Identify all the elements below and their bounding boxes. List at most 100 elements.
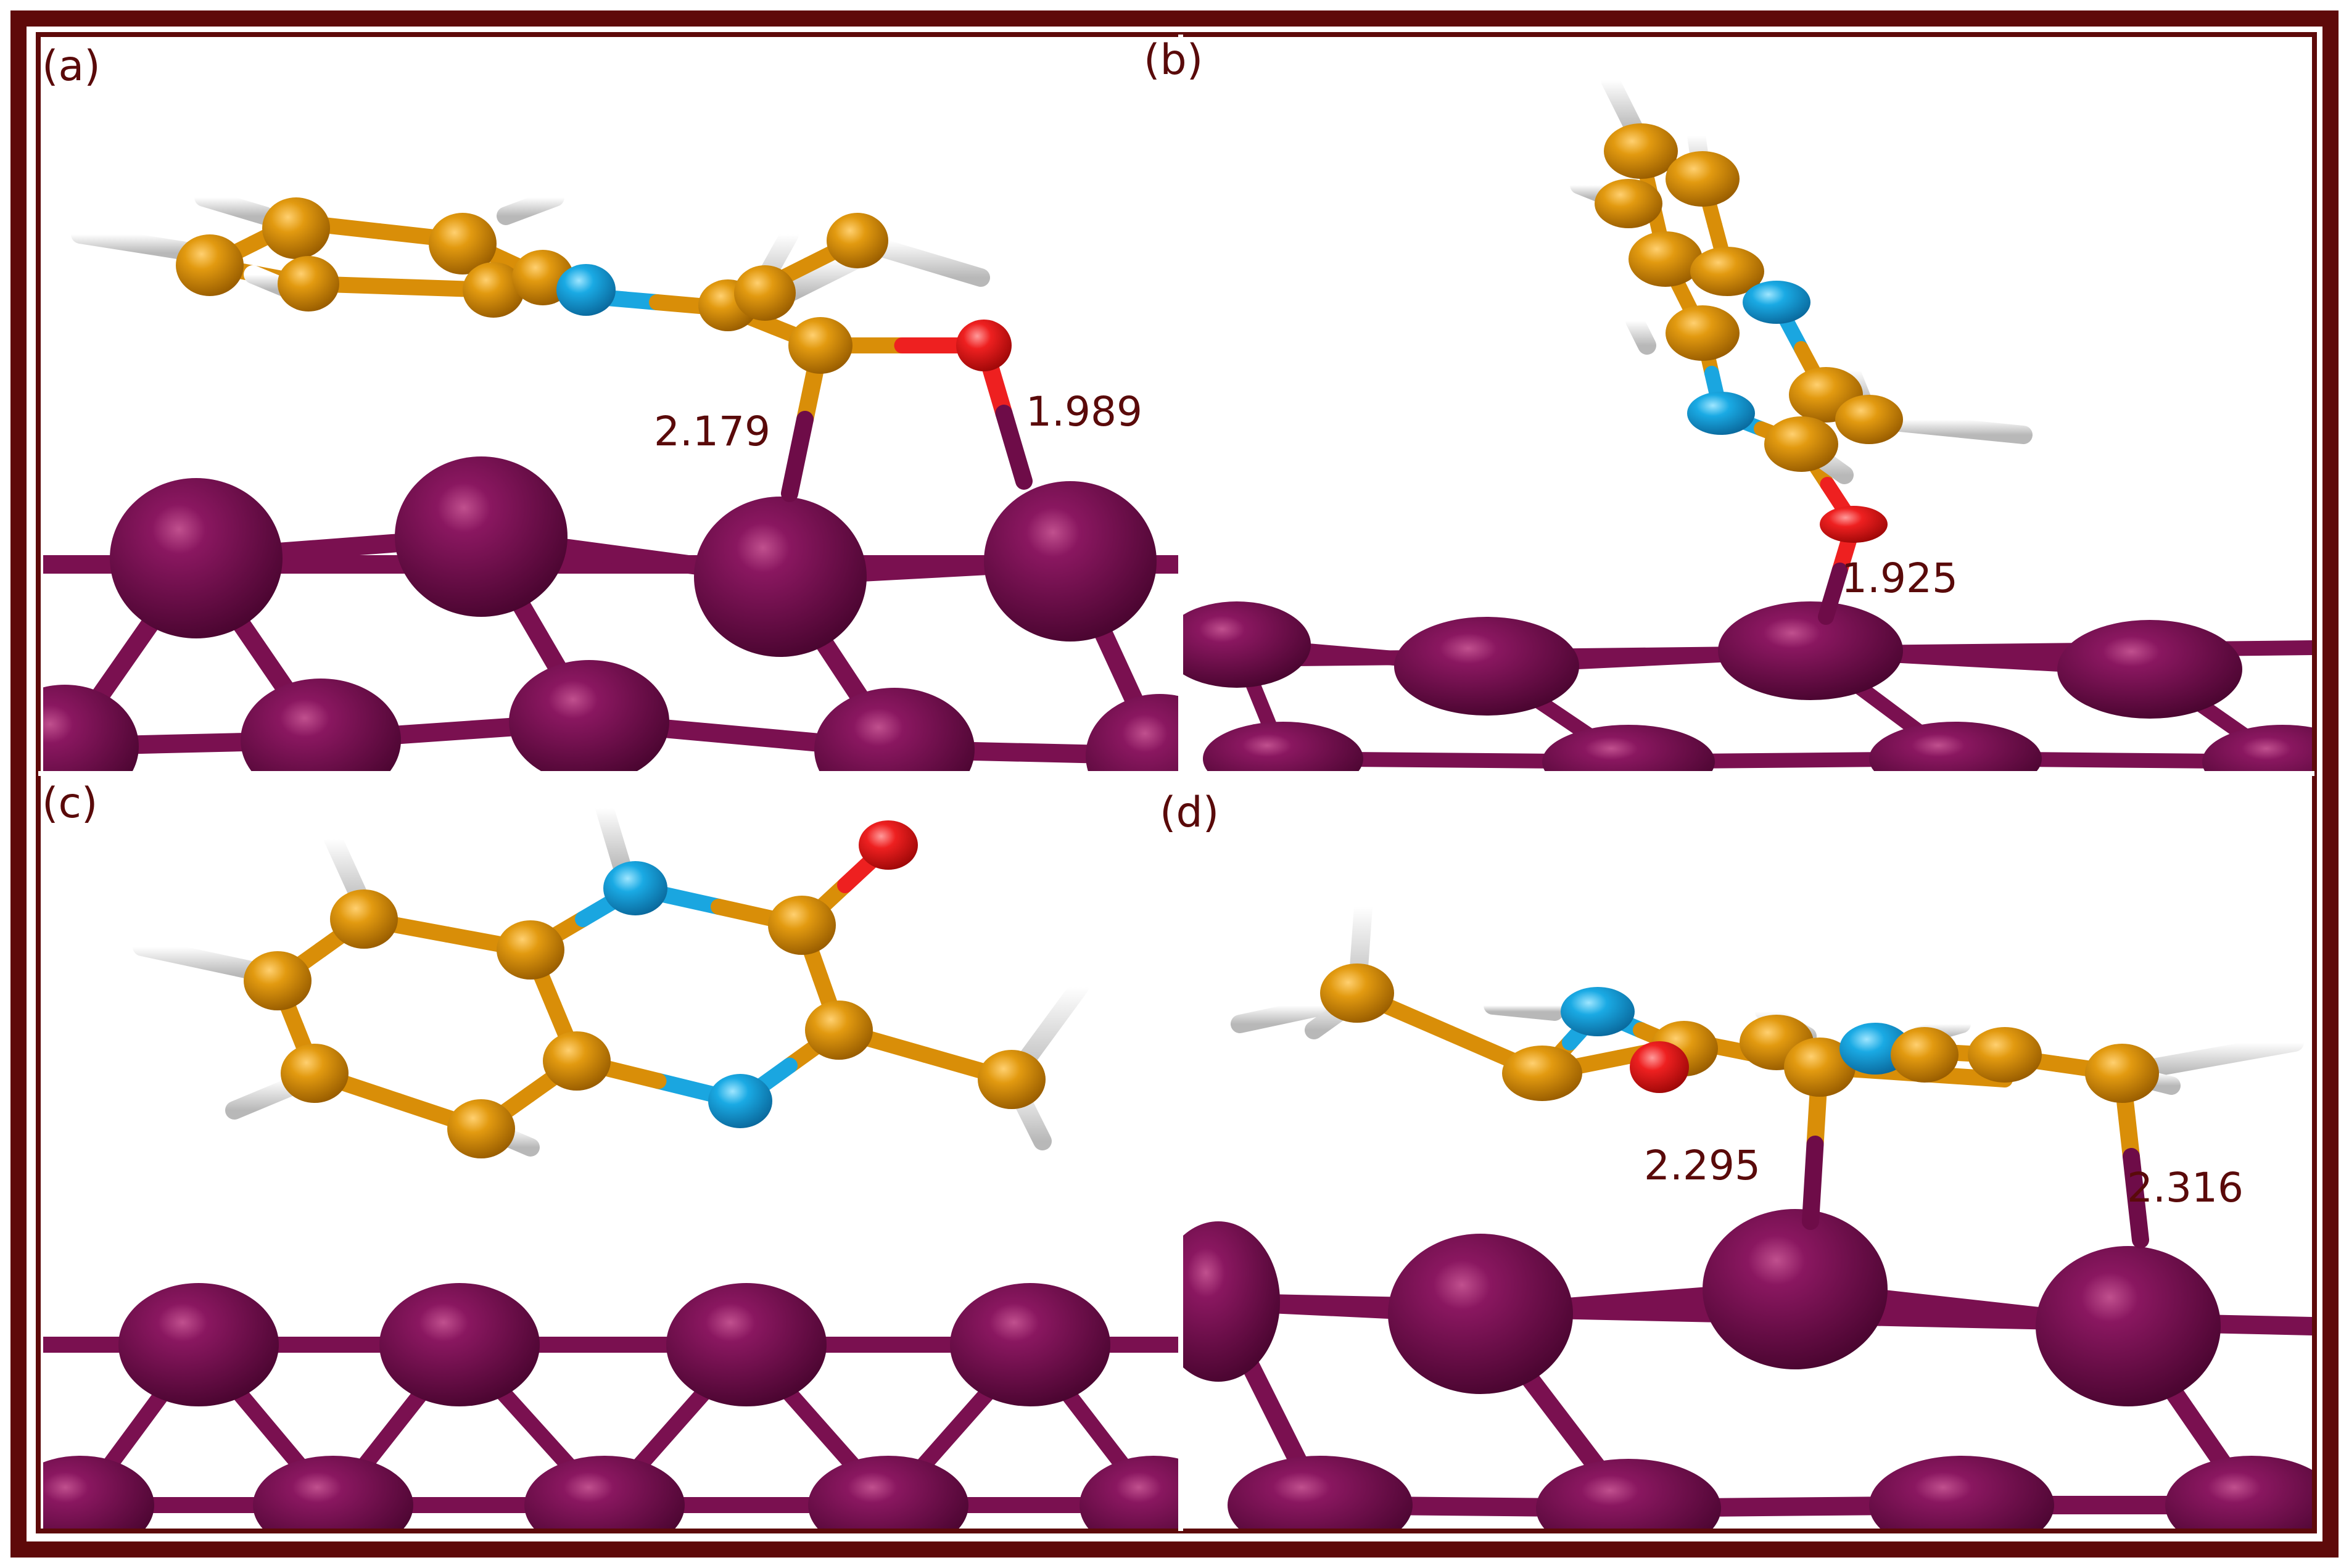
carbon-atom: [1968, 1027, 2042, 1083]
carbon-atom: [1502, 1046, 1582, 1101]
metal-atom: [1183, 601, 1311, 688]
metal-atom: [509, 660, 669, 771]
metal-atom: [1869, 722, 2042, 771]
carbon-atom: [734, 265, 796, 321]
inner-frame: [36, 32, 2317, 1533]
carbon-atom: [2085, 1044, 2159, 1103]
distance-label-d2: 2.316: [2127, 1164, 2244, 1211]
metal-atom: [1536, 1459, 1721, 1529]
metal-surface: [1183, 1209, 2312, 1529]
carbon-atom: [978, 1050, 1046, 1109]
metal-atom: [110, 478, 283, 638]
carbon-atom: [1320, 963, 1394, 1023]
metal-atom: [43, 1456, 154, 1529]
oxygen-atom: [1630, 1041, 1689, 1093]
metal-atom: [1203, 722, 1363, 771]
metal-atom: [666, 1283, 827, 1406]
metal-atom: [1086, 694, 1178, 771]
carbon-atom: [463, 262, 524, 318]
nitrogen-atom: [708, 1074, 772, 1128]
metal-atom: [1388, 1234, 1573, 1394]
distance-label-b1: 1.925: [1841, 555, 1958, 602]
hydrogen-atom: [1231, 996, 1336, 1033]
panel-b-label: (b): [1144, 36, 1203, 85]
oxygen-atom: [1820, 506, 1888, 543]
carbon-atom: [827, 213, 888, 268]
metal-atom: [2202, 725, 2312, 771]
metal-atom: [379, 1283, 540, 1406]
metal-atom: [950, 1283, 1110, 1406]
metal-atom: [2036, 1246, 2221, 1406]
carbon-atom: [244, 951, 312, 1010]
carbon-atom: [278, 256, 339, 312]
carbon-atom: [330, 889, 398, 949]
carbon-atom: [447, 1099, 515, 1158]
metal-surface: [1183, 601, 2312, 771]
molecule-d: [1231, 897, 2304, 1103]
carbon-atom: [1891, 1027, 1959, 1083]
carbon-atom: [1784, 1038, 1856, 1097]
carbon-atom: [497, 920, 564, 980]
molecule-c: [133, 799, 1089, 1158]
hydrogen-atom: [194, 188, 275, 225]
carbon-atom: [1764, 416, 1838, 472]
metal-atom: [118, 1283, 279, 1406]
carbon-atom: [1666, 151, 1740, 207]
panel-a: [43, 114, 1178, 771]
carbon-atom: [788, 317, 852, 374]
distance-label-a1: 2.179: [654, 408, 770, 455]
metal-atom: [1228, 1456, 1413, 1529]
carbon-atom: [176, 234, 244, 296]
metal-atom: [694, 497, 867, 657]
oxygen-atom: [956, 320, 1012, 371]
metal-atom: [808, 1456, 968, 1529]
metal-atom: [524, 1456, 685, 1529]
distance-label-a2: 1.989: [1026, 388, 1142, 435]
nitrogen-atom: [1743, 281, 1810, 324]
hydrogen-atom: [1484, 996, 1564, 1021]
molecule-b: [1570, 71, 2033, 543]
metal-surface: [43, 1283, 1178, 1529]
carbon-atom: [262, 197, 330, 259]
metal-surface: [43, 456, 1178, 771]
carbon-atom: [1666, 305, 1740, 361]
metal-atom: [1718, 601, 1903, 700]
metal-atom: [2165, 1456, 2312, 1529]
metal-atom: [814, 688, 975, 771]
metal-atom: [1394, 617, 1579, 716]
hydrogen-atom: [71, 225, 207, 262]
carbon-atom: [281, 1044, 349, 1103]
distance-label-d1: 2.295: [1644, 1142, 1761, 1189]
metal-atom: [1183, 1221, 1280, 1382]
panel-d: [1183, 897, 2312, 1529]
panel-c: [43, 799, 1178, 1529]
nitrogen-atom: [556, 264, 616, 316]
outer-frame: [10, 10, 2339, 1558]
metal-atom: [984, 481, 1157, 642]
nitrogen-atom: [1687, 392, 1755, 435]
panel-c-label: (c): [42, 779, 97, 828]
metal-atom: [241, 679, 401, 771]
metal-atom: [43, 685, 139, 771]
metal-atom: [1542, 725, 1715, 771]
hydrogen-atom: [1601, 71, 1644, 139]
metal-atom: [2057, 620, 2242, 719]
hydrogen-atom: [1625, 312, 1656, 355]
panel-a-label: (a): [42, 42, 101, 91]
metal-atom: [253, 1456, 413, 1529]
metal-atom: [1703, 1209, 1888, 1369]
hydrogen-atom: [595, 799, 632, 879]
panel-d-label: (d): [1160, 788, 1219, 837]
molecule-a: [71, 114, 1012, 374]
carbon-atom: [1835, 395, 1903, 444]
carbon-atom: [429, 213, 497, 274]
nitrogen-atom: [1561, 987, 1635, 1036]
carbon-atom: [768, 896, 836, 955]
oxygen-atom: [859, 820, 918, 870]
carbon-atom: [805, 1001, 873, 1060]
carbon-atom: [543, 1031, 611, 1091]
carbon-atom: [1690, 247, 1764, 296]
carbon-atom: [1629, 231, 1703, 287]
nitrogen-atom: [603, 861, 667, 915]
metal-atom: [1869, 1456, 2054, 1529]
